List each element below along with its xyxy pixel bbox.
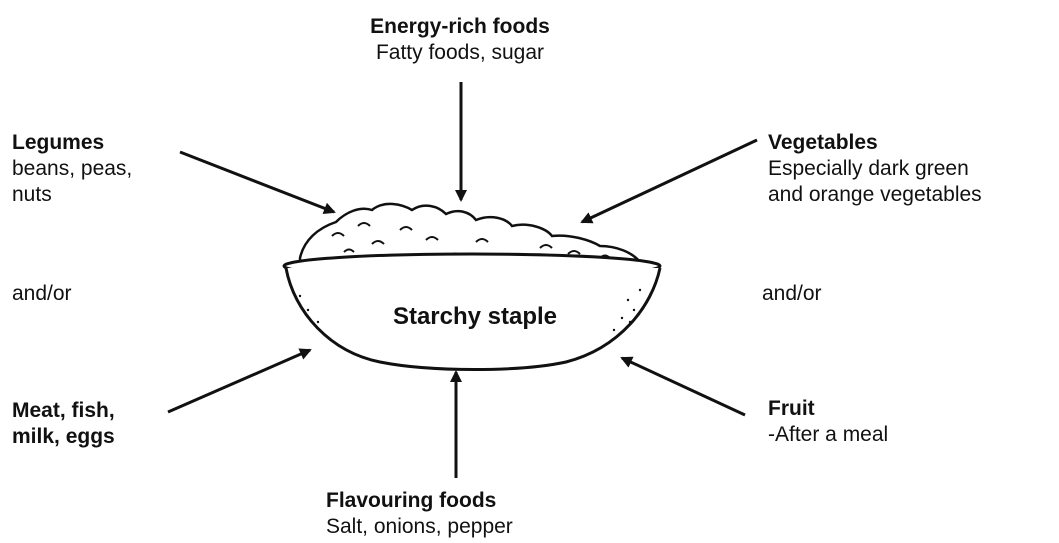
starchy-staple-text: Starchy staple [393,303,557,330]
flavouring-foods-title: Flavouring foods [326,488,513,514]
arrow-fruit [622,358,745,415]
starchy-staple-label: Starchy staple [330,304,620,330]
flavouring-foods-label: Flavouring foods Salt, onions, pepper [326,488,513,540]
legumes-label: Legumes beans, peas, nuts [12,130,132,208]
arrow-legumes [180,152,334,212]
meat-title-1: Meat, fish, [12,398,115,424]
vegetables-label: Vegetables Especially dark green and ora… [768,130,982,208]
meat-label: Meat, fish, milk, eggs [12,398,115,450]
fruit-detail: -After a meal [768,422,888,448]
arrow-vegetables [582,140,757,222]
legumes-detail-1: beans, peas, [12,156,132,182]
energy-rich-foods-title: Energy-rich foods [330,14,590,40]
vegetables-title: Vegetables [768,130,982,156]
legumes-title: Legumes [12,130,132,156]
and-or-right: and/or [762,282,822,306]
energy-rich-foods-detail: Fatty foods, sugar [330,40,590,66]
legumes-detail-2: nuts [12,182,132,208]
flavouring-foods-detail: Salt, onions, pepper [326,514,513,540]
energy-rich-foods-label: Energy-rich foods Fatty foods, sugar [330,14,590,66]
meat-title-2: milk, eggs [12,424,115,450]
vegetables-detail-2: and orange vegetables [768,182,982,208]
fruit-label: Fruit -After a meal [768,396,888,448]
fruit-title: Fruit [768,396,888,422]
arrow-meat [168,350,310,412]
vegetables-detail-1: Especially dark green [768,156,982,182]
and-or-left: and/or [12,282,72,306]
